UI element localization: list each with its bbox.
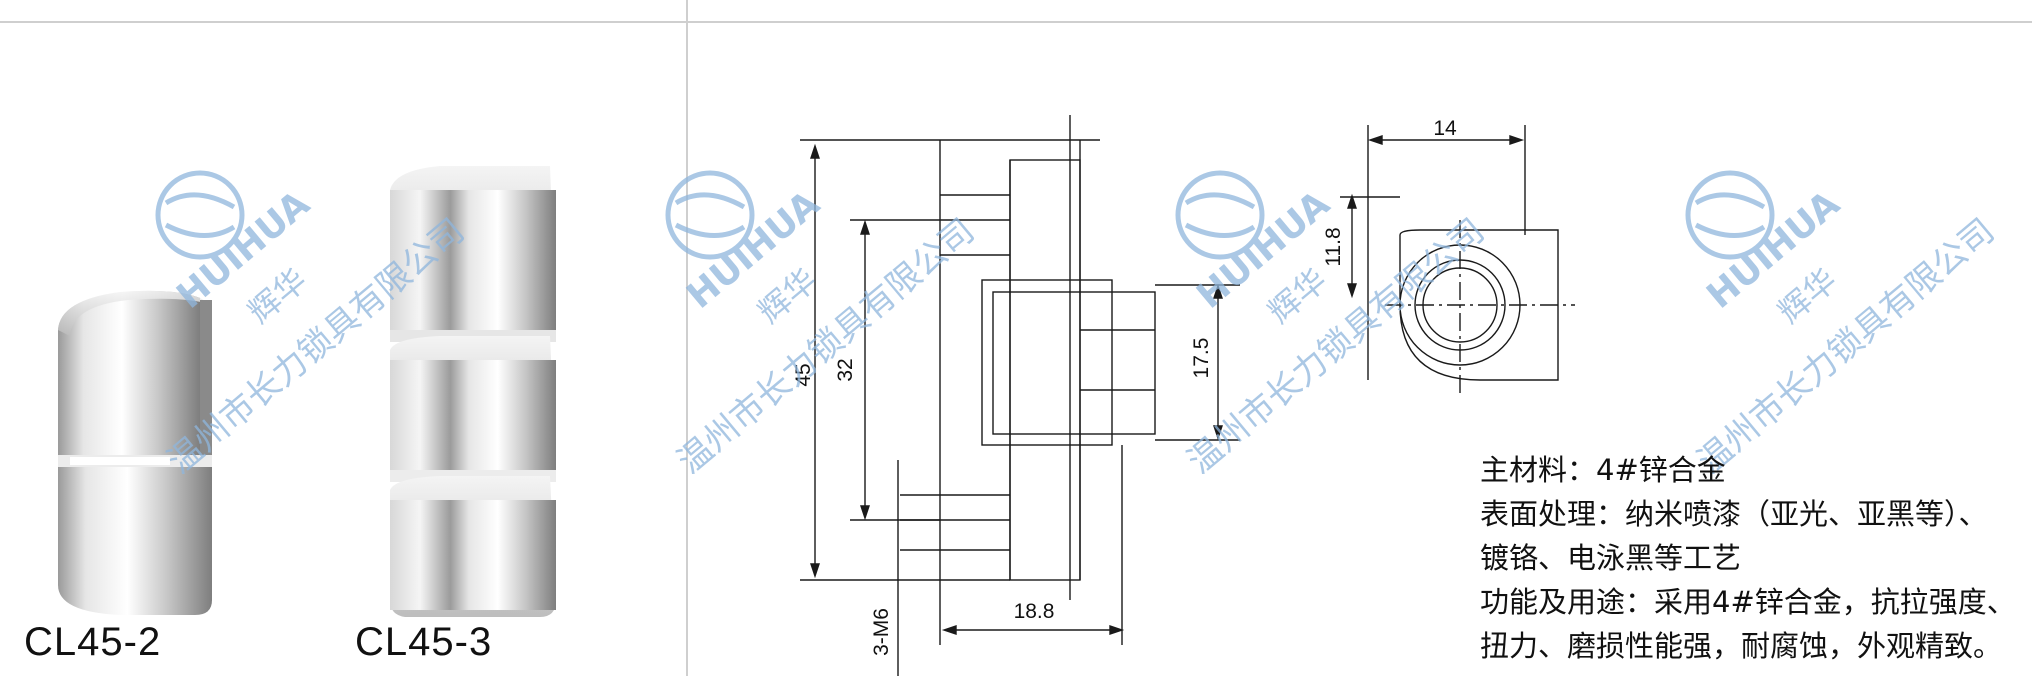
spec-line: 镀铬、电泳黑等工艺 [1480, 541, 1742, 575]
product-photo-cl45-3 [390, 166, 556, 617]
spec-line: 扭力、磨损性能强，耐腐蚀，外观精致。 [1480, 629, 2003, 663]
dim-17-5: 17.5 [1190, 338, 1213, 379]
brand-logo-icon [1175, 170, 1265, 260]
watermark-brand-cn: 辉华 [1771, 261, 1844, 331]
spec-line: 表面处理：纳米喷漆（亚光、亚黑等）、 [1480, 497, 1988, 531]
dim-11-8: 11.8 [1322, 227, 1345, 266]
watermark-brand-cn: 辉华 [241, 261, 314, 331]
thread-spec: 3-M6 [870, 608, 893, 656]
watermark-company: 温州市长力锁具有限公司 [1690, 211, 2002, 482]
spec-line: 功能及用途：采用4#锌合金，抗拉强度、 [1480, 585, 2016, 619]
dim-14: 14 [1433, 117, 1457, 140]
spec-line: 主材料：4#锌合金 [1480, 453, 1726, 487]
brand-logo-icon [665, 170, 755, 260]
model-label-cl45-3: CL45-3 [355, 620, 493, 664]
technical-drawing [800, 115, 1575, 676]
brand-logo-icon [1685, 170, 1775, 260]
spec-text: 主材料：4#锌合金 表面处理：纳米喷漆（亚光、亚黑等）、 镀铬、电泳黑等工艺 功… [1480, 448, 2016, 668]
dim-32: 32 [834, 358, 857, 381]
product-photo-cl45-2 [58, 290, 212, 615]
brand-logo-icon [155, 170, 245, 260]
watermark-brand-cn: 辉华 [1261, 261, 1334, 331]
model-label-cl45-2: CL45-2 [24, 620, 162, 664]
watermark-company: 温州市长力锁具有限公司 [670, 211, 982, 482]
dim-18-8: 18.8 [1014, 600, 1055, 623]
watermark-brand-cn: 辉华 [751, 261, 824, 331]
dim-45: 45 [792, 363, 815, 386]
